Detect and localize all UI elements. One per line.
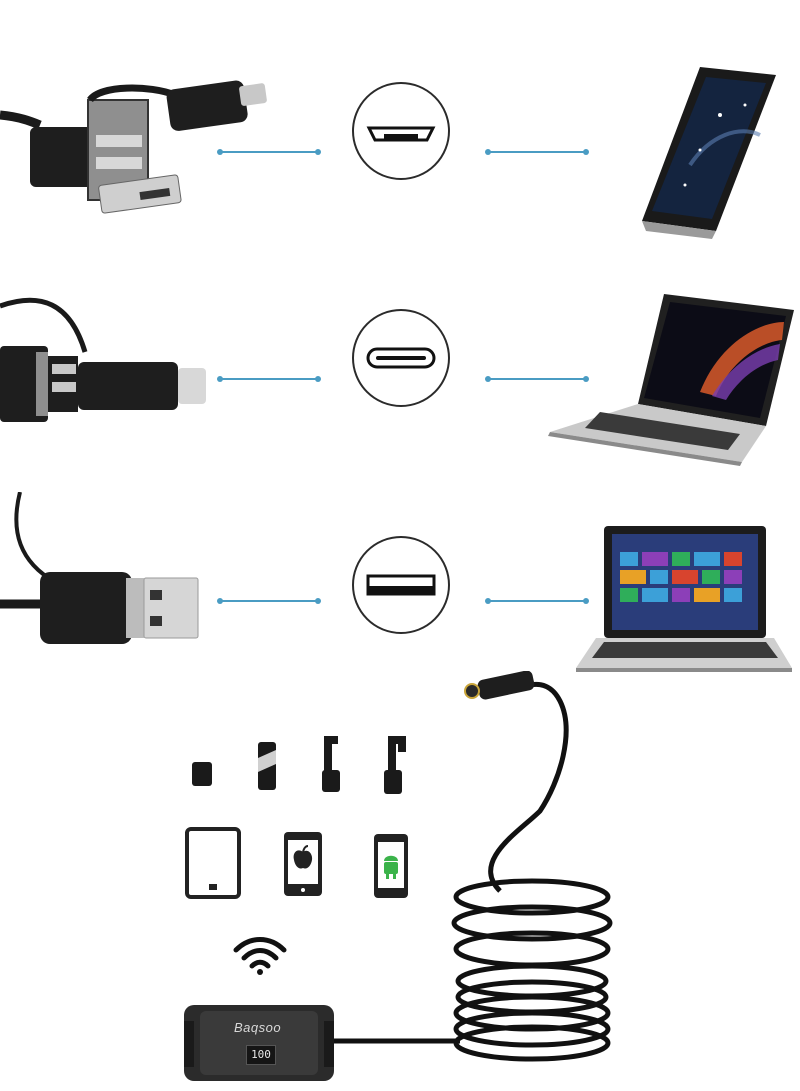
- tablet-icon: [185, 827, 241, 899]
- link-line-right: [485, 598, 589, 604]
- endoscope-bundle-image: [184, 671, 613, 1081]
- link-line-left: [217, 598, 321, 604]
- wifi-box-brand-label: Baqsoo: [234, 1020, 282, 1035]
- link-line-left: [217, 376, 321, 382]
- wifi-icon: [233, 937, 287, 975]
- link-line-right: [485, 376, 589, 382]
- hook-tip-icon: [322, 736, 340, 792]
- micro-usb-port-icon: [352, 82, 450, 180]
- apple-phone-icon: [284, 832, 322, 896]
- usb-a-port-icon: [352, 536, 450, 634]
- magnet-tip-icon: [192, 762, 212, 786]
- usb-a-adapter-image: [0, 492, 199, 644]
- usb-c-port-icon: [352, 309, 450, 407]
- link-line-right: [485, 149, 589, 155]
- link-line-left: [217, 149, 321, 155]
- smartphone-image: [642, 67, 776, 239]
- wifi-box-battery-display: 100: [246, 1045, 276, 1065]
- connection-row-usb-c: [0, 282, 800, 482]
- android-phone-icon: [374, 834, 408, 898]
- connection-row-usb-a: [0, 492, 800, 692]
- mirror-tip-icon: [258, 742, 276, 790]
- usb-c-adapter-image: [0, 297, 206, 422]
- micro-usb-adapter-image: [0, 80, 267, 214]
- accessory-tips: [192, 736, 406, 794]
- windows-laptop-image: [576, 526, 792, 672]
- connection-row-micro-usb: [0, 55, 800, 255]
- macbook-laptop-image: [548, 294, 794, 466]
- hook-tip-large-icon: [384, 736, 406, 794]
